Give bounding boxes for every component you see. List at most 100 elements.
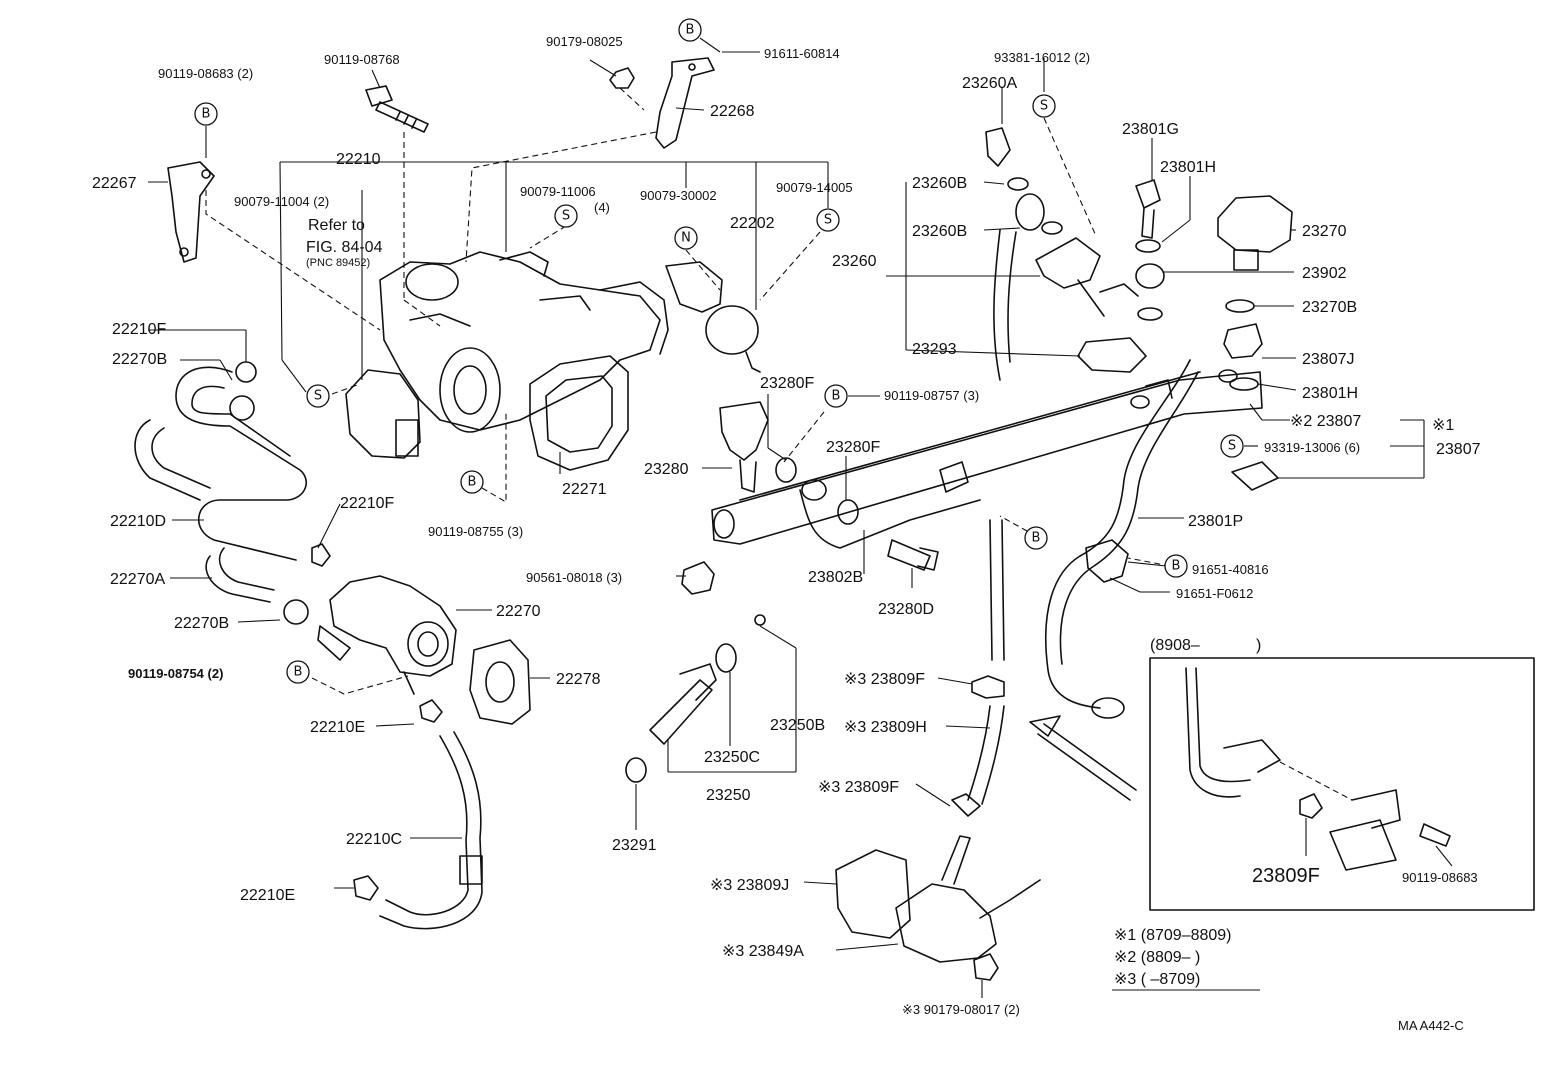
label-23270: 23270 [1302,223,1347,240]
svg-text:B: B [468,475,477,490]
clamp-22210F-a [235,361,257,383]
label-22270A: 22270A [110,571,165,588]
label-22270B-a: 22270B [112,351,167,368]
hose-22210C [379,731,483,930]
fuel-pump-23849A [895,883,997,963]
clamp-23809F-a [971,675,1005,699]
clip-93319-13006 [1231,461,1279,491]
label-legend3: ※3 ( –8709) [1114,971,1200,988]
label-22267: 22267 [92,175,137,192]
label-23802B: 23802B [808,569,863,586]
leader-lines [148,37,1453,998]
marker-s-5: S [1220,434,1244,458]
union-23902 [1135,263,1165,289]
label-code: MA A442-C [1398,1018,1464,1033]
svg-text:B: B [832,389,841,404]
hose-end-22270B-b [283,599,309,625]
marker-s-2: S [554,204,578,228]
bolt-23801G [1135,179,1161,209]
svg-text:S: S [314,389,322,404]
marker-b-6: B [1164,554,1188,578]
label-22210F-b: 22210F [340,495,394,512]
label-22210E-b: 22210E [240,887,295,904]
label-n3-23809J: ※3 23809J [710,877,789,894]
marker-b-3: B [824,384,848,408]
label-23260B-a: 23260B [912,175,967,192]
label-90079-11006: 90079-11006 [520,184,596,199]
label-23270B: 23270B [1302,299,1357,316]
hose-22210D [134,366,308,603]
bolt-23280D [887,539,931,571]
svg-text:N: N [681,231,691,246]
label-90119-08768: 90119-08768 [324,52,400,67]
gasket-23270B [1225,299,1255,313]
label-93319-13006: 93319-13006 (6) [1264,440,1360,455]
label-23801H-a: 23801H [1160,159,1216,176]
bolt-90119-08768 [365,85,429,133]
label-23801H-b: 23801H [1302,385,1358,402]
label-note2-23807: ※2 23807 [1290,413,1361,430]
bracket-22267 [167,161,215,263]
label-93381-16012: 93381-16012 (2) [994,50,1090,65]
label-n3-23809F-a: ※3 23809F [844,671,925,688]
label-90079-11006-qty: (4) [594,200,610,215]
throttle-body [379,251,669,433]
parts-artwork [134,57,1535,981]
label-23250C: 23250C [704,749,760,766]
label-note1: ※1 [1432,417,1454,434]
label-23250: 23250 [706,787,751,804]
label-23280F-b: 23280F [826,439,880,456]
marker-n-1: N [674,226,698,250]
label-inset-23809F: 23809F [1252,865,1320,887]
label-inset-range: (8908– [1150,637,1200,654]
label-22210C: 22210C [346,831,402,848]
label-22270B-b: 22270B [174,615,229,632]
clamp-22210E-b [353,875,379,901]
marker-b-5: B [1024,526,1048,550]
svg-text:B: B [686,23,695,38]
label-23801P: 23801P [1188,513,1243,530]
delivery-pipe [711,369,1263,545]
label-n3-23849A: ※3 23849A [722,943,804,960]
svg-text:S: S [1228,439,1236,454]
svg-text:B: B [202,107,211,122]
label-91651-40816: 91651-40816 [1192,562,1269,577]
label-22210F-a: 22210F [112,321,166,338]
throttle-sensor [345,369,421,459]
label-n3-23809F-b: ※3 23809F [818,779,899,796]
label-23807: 23807 [1436,441,1481,458]
dashpot-22202 [665,261,723,313]
o-ring-23291 [625,757,647,783]
pulsation-damper-23270 [1217,195,1293,271]
label-91611-60814: 91611-60814 [764,46,840,61]
label-22210E-a: 22210E [310,719,365,736]
label-22271: 22271 [562,481,607,498]
label-90119-08757: 90119-08757 (3) [884,388,979,403]
inset-box [1149,657,1535,911]
label-23280F-a: 23280F [760,375,814,392]
hose-23809H [989,519,993,661]
hose-end-22270B-a [229,395,255,421]
label-23293: 23293 [912,341,957,358]
label-inset-close: ) [1256,637,1261,654]
svg-text:B: B [294,665,303,680]
label-23260: 23260 [832,253,877,270]
marker-b-4: B [460,470,484,494]
hose-23801P [1044,359,1191,709]
label-22270: 22270 [496,603,541,620]
label-pnc-ref: (PNC 89452) [306,257,370,269]
label-90179-08025: 90179-08025 [546,34,623,49]
label-23291: 23291 [612,837,657,854]
pipe-23802B [799,489,981,549]
label-23280: 23280 [644,461,689,478]
pressure-regulator-23280 [719,401,859,525]
marker-s-4: S [306,384,330,408]
label-90119-08683-2: 90119-08683 (2) [158,66,253,81]
label-23260B-b: 23260B [912,223,967,240]
label-fig-ref: FIG. 84-04 [306,239,383,256]
injector-23250 [649,614,766,745]
marker-s-3: S [816,208,840,232]
label-90119-08754: 90119-08754 (2) [128,666,223,681]
arrow-to-inset [1029,715,1137,801]
label-90079-30002: 90079-30002 [640,188,717,203]
